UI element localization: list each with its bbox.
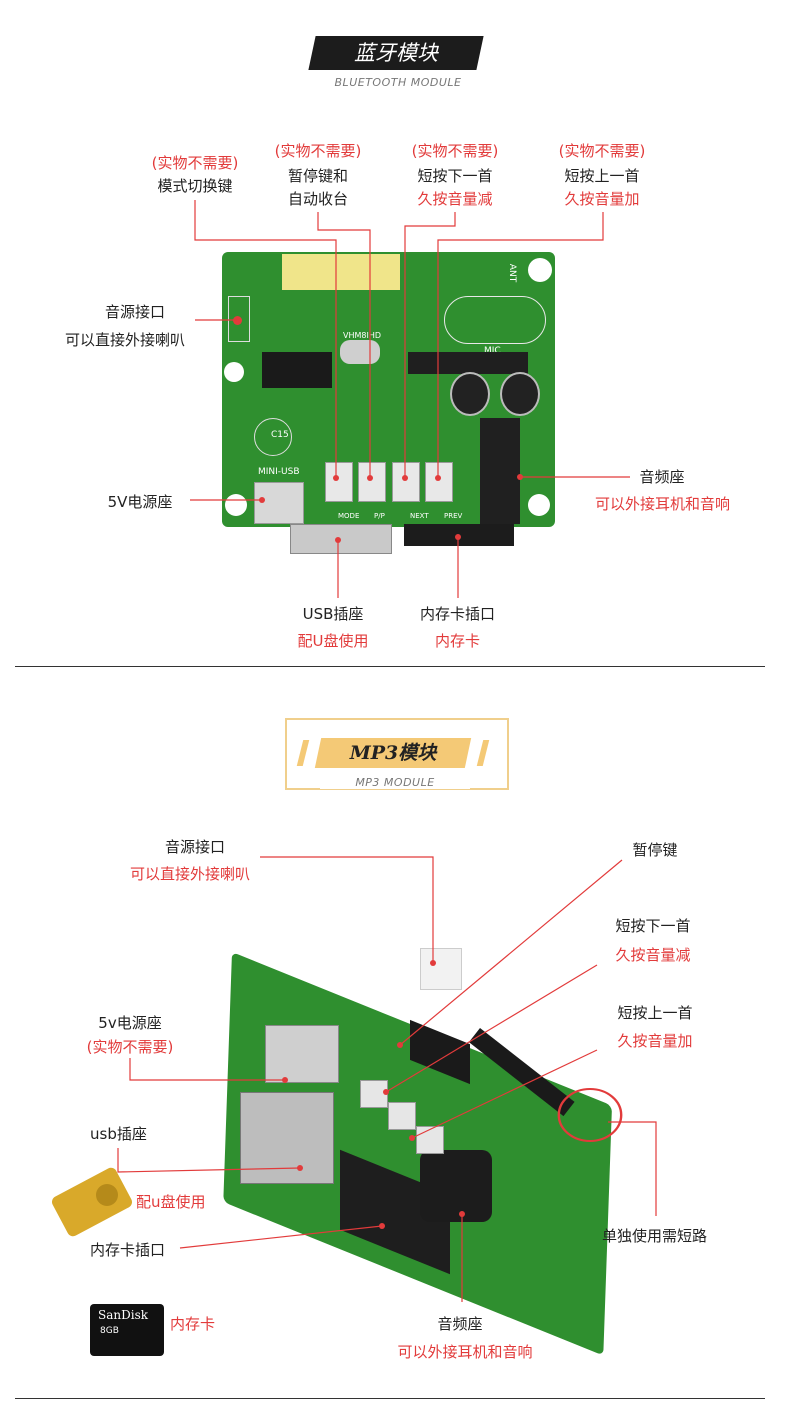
pause-label-1: 暂停键和	[287, 167, 348, 185]
audio-label-2: 可以外接耳机和音响	[594, 495, 730, 513]
bt-button-pause	[358, 462, 386, 502]
section-title-bluetooth: 蓝牙模块	[354, 41, 438, 65]
mp3-power-label-2: (实物不需要)	[86, 1038, 174, 1056]
bt-antenna-pad	[282, 254, 400, 290]
card-label-1: 内存卡插口	[419, 605, 495, 623]
bt-button-next	[392, 462, 420, 502]
bt-prev-silk: PREV	[444, 512, 463, 520]
bt-miniusb-silk: MINI-USB	[258, 467, 300, 477]
mode-label: 模式切换键	[157, 177, 233, 195]
bt-button-mode	[325, 462, 353, 502]
bt-mode-silk: MODE	[338, 512, 360, 520]
mp3-short-label: 单独使用需短路	[602, 1227, 708, 1245]
leader-prev	[437, 212, 604, 478]
mount-hole-br	[528, 494, 550, 516]
mp3-button-1	[360, 1080, 388, 1108]
bt-mini-usb-port	[254, 482, 304, 524]
mp3-pause-label: 暂停键	[632, 841, 678, 859]
leader-mp3-source	[260, 856, 434, 963]
mp3-prev-label-2: 久按音量加	[617, 1032, 693, 1050]
bt-next-silk: NEXT	[410, 512, 429, 520]
usb-label-1: USB插座	[302, 605, 364, 623]
mp3-cardslot-label: 内存卡插口	[90, 1241, 166, 1259]
bt-pp-silk: P/P	[374, 512, 385, 520]
mp3-source-label-1: 音源接口	[164, 838, 225, 856]
section-subtitle-mp3: MP3 MODULE	[320, 776, 470, 789]
prev-label-1: 短按上一首	[564, 167, 640, 185]
mp3-power-label-1: 5v电源座	[98, 1014, 162, 1032]
mp3-mini-usb-port	[265, 1025, 339, 1083]
bt-capacitor-2	[500, 372, 540, 416]
sd-brand: SanDisk	[98, 1308, 148, 1322]
leader-mp3-short	[608, 1121, 657, 1216]
mp3-prev-label-1: 短按上一首	[617, 1004, 693, 1022]
prev-label-2: 久按音量加	[564, 190, 640, 208]
pause-label-2: 自动收台	[287, 190, 348, 208]
section-title-mp3: MP3模块	[349, 742, 437, 764]
audio-label-1: 音频座	[639, 468, 685, 486]
mp3-source-label-2: 可以直接外接喇叭	[129, 865, 250, 883]
mp3-button-2	[388, 1102, 416, 1130]
mount-hole-tr	[528, 258, 552, 282]
next-label-2: 久按音量减	[417, 190, 493, 208]
leader-mode	[194, 200, 337, 478]
card-label-2: 内存卡	[434, 632, 480, 650]
leader-mp3-power	[129, 1058, 285, 1081]
sd-capacity: 8GB	[100, 1326, 119, 1336]
next-label-1: 短按下一首	[417, 167, 493, 185]
mp3-short-circle	[557, 1088, 623, 1142]
power-label: 5V电源座	[107, 493, 173, 511]
bt-speaker-header	[228, 296, 250, 342]
usb-drive-logo	[96, 1184, 118, 1206]
mp3-speaker-connector	[420, 948, 462, 990]
bt-audio-jack	[480, 418, 520, 524]
bt-c15-outline	[254, 418, 292, 456]
bt-chip-silk: VHM8IHD	[343, 331, 382, 340]
mp3-card-label: 内存卡	[170, 1315, 216, 1333]
bt-ic-chip	[262, 352, 332, 388]
leader-mp3-pause	[399, 859, 623, 1046]
sd-card-icon	[90, 1304, 164, 1356]
bt-crystal	[340, 340, 380, 364]
bt-usb-a-port	[290, 524, 392, 554]
bt-mic-outline	[444, 296, 546, 344]
mp3-audio-jack	[420, 1150, 492, 1222]
bluetooth-leader-lines	[190, 200, 630, 598]
mp3-audio-label-2: 可以外接耳机和音响	[397, 1343, 533, 1361]
leader-next	[404, 212, 456, 478]
mp3-usb-label: usb插座	[90, 1125, 147, 1143]
leader-mp3-usb	[117, 1148, 301, 1173]
usb-label-2: 配U盘使用	[297, 632, 369, 650]
mp3-udisk-label: 配u盘使用	[136, 1193, 206, 1211]
section-divider-1	[15, 666, 765, 667]
bt-c15-silk: C15	[271, 430, 289, 440]
prev-note: (实物不需要)	[558, 142, 646, 160]
leader-mp3-card	[179, 1225, 383, 1249]
mode-note: (实物不需要)	[151, 154, 239, 172]
next-note: (实物不需要)	[411, 142, 499, 160]
section-divider-2	[15, 1398, 765, 1399]
section-subtitle-bluetooth: BLUETOOTH MODULE	[334, 76, 462, 89]
leader-mp3-next	[385, 964, 598, 1093]
mp3-next-label-1: 短按下一首	[615, 917, 691, 935]
pause-note: (实物不需要)	[274, 142, 362, 160]
leader-mp3-prev	[411, 1049, 598, 1139]
mount-hole-l	[224, 362, 244, 382]
bt-speaker-dot	[233, 316, 242, 325]
bt-mic-silk: MIC	[484, 346, 501, 356]
mp3-audio-label-1: 音频座	[437, 1315, 483, 1333]
mp3-title-frame	[285, 718, 509, 790]
source-label-1: 音源接口	[104, 303, 165, 321]
bt-button-prev	[425, 462, 453, 502]
mp3-next-label-2: 久按音量减	[615, 946, 691, 964]
source-label-2: 可以直接外接喇叭	[64, 331, 185, 349]
mp3-button-3	[416, 1126, 444, 1154]
leader-pause	[317, 212, 371, 478]
bt-capacitor-1	[450, 372, 490, 416]
